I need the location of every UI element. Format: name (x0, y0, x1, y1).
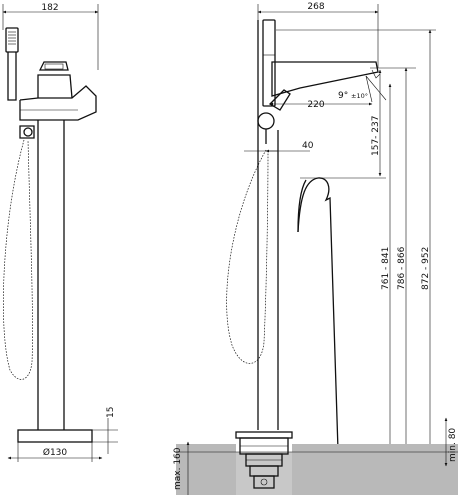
hose-connector (257, 112, 275, 130)
side-hand-shower (262, 19, 276, 107)
side-hose (226, 149, 269, 364)
height-a-label: 761 - 841 (381, 247, 391, 290)
floor-depth-label: max. 160 (173, 447, 183, 490)
lever-handle (268, 89, 291, 111)
spout-reach-label: 220 (307, 100, 324, 110)
front-view: 182 15 (2, 3, 118, 462)
floor-section (176, 444, 458, 495)
front-hose (3, 139, 33, 380)
height-b-label: 786 - 866 (397, 246, 407, 290)
front-base-plate (17, 429, 93, 443)
height-c-label: 872 - 952 (421, 247, 431, 290)
mounting-box (235, 431, 293, 489)
side-width-label: 268 (307, 2, 324, 12)
side-view: 268 9° ±10° 220 40 (173, 2, 458, 495)
bathtub-rim (297, 177, 359, 459)
spout-angle-tolerance: ±10° (351, 92, 368, 100)
spout-angle-label: 9° (338, 91, 348, 101)
front-width-label: 182 (41, 3, 58, 13)
base-height-label: 15 (106, 407, 116, 418)
diameter-label: Ø130 (43, 447, 68, 458)
min-depth-label: min. 80 (448, 428, 458, 462)
spout (271, 61, 379, 97)
spout-offset-label: 40 (302, 141, 314, 151)
front-mixer-body (19, 61, 97, 139)
spout-height-label: 157- 237 (371, 116, 381, 156)
hand-shower (5, 27, 19, 101)
